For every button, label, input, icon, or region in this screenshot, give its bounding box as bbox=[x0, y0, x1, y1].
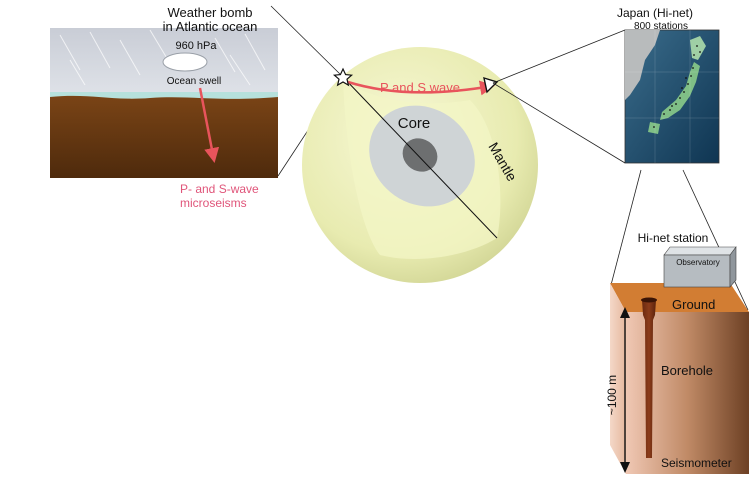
ground-front-face bbox=[626, 312, 749, 474]
observatory-side bbox=[729, 246, 737, 288]
ocean-swell-label: Ocean swell bbox=[167, 76, 221, 87]
borehole-label: Borehole bbox=[661, 363, 713, 378]
connector-line bbox=[492, 82, 626, 164]
depth-arrow-head-top bbox=[620, 307, 630, 318]
microseism-label-line2: microseisms bbox=[180, 196, 247, 210]
depth-label: ~100 m bbox=[605, 375, 619, 415]
japan-stations-label: 800 stations bbox=[634, 21, 688, 32]
station-title: Hi-net station bbox=[638, 231, 709, 245]
storm-panel: Weather bomb in Atlantic ocean 960 hPa O… bbox=[50, 5, 278, 210]
map-mainland bbox=[625, 30, 660, 100]
map-station-dots bbox=[653, 45, 701, 128]
storm-title-line2: in Atlantic ocean bbox=[163, 19, 258, 34]
connector-line bbox=[270, 5, 344, 78]
map-kyushu bbox=[648, 122, 660, 134]
ground-label: Ground bbox=[672, 297, 715, 312]
pressure-label: 960 hPa bbox=[176, 40, 218, 52]
borehole-shaft bbox=[642, 300, 656, 458]
storm-title-line1: Weather bomb bbox=[167, 5, 252, 20]
inner-core bbox=[402, 138, 438, 172]
map-graticule bbox=[625, 30, 719, 163]
hinet-station-panel: Hi-net station Observatory Ground ~100 m… bbox=[605, 231, 749, 474]
microseism-label-line1: P- and S-wave bbox=[180, 182, 259, 196]
rain-streaks bbox=[59, 29, 266, 86]
earth-axis-line bbox=[342, 76, 498, 239]
storm-cloud-icon bbox=[162, 52, 208, 72]
connector-line bbox=[610, 169, 642, 286]
borehole-mouth bbox=[641, 297, 657, 303]
ground-side-face bbox=[610, 283, 626, 474]
connector-line bbox=[492, 29, 626, 84]
station-triangle-icon bbox=[483, 76, 499, 94]
wave-label: P and S wave bbox=[380, 80, 460, 95]
observatory-roof bbox=[663, 246, 737, 256]
wave-path-arrow bbox=[347, 80, 495, 96]
seismometer-label: Seismometer bbox=[661, 456, 732, 470]
core-label: Core bbox=[398, 115, 431, 132]
seafloor-crust bbox=[50, 95, 278, 178]
connector-line bbox=[682, 169, 749, 311]
map-honshu bbox=[660, 62, 700, 120]
observatory-label: Observatory bbox=[676, 258, 720, 267]
japan-title: Japan (Hi-net) bbox=[617, 6, 693, 20]
map-hokkaido bbox=[690, 36, 706, 60]
earth-globe: P and S wave Core Mantle bbox=[302, 47, 538, 283]
depth-arrow-head-bottom bbox=[620, 462, 630, 473]
source-star-icon bbox=[332, 67, 354, 87]
japan-map-panel: Japan (Hi-net) 800 stations bbox=[617, 6, 720, 164]
microseism-arrow bbox=[198, 87, 220, 163]
